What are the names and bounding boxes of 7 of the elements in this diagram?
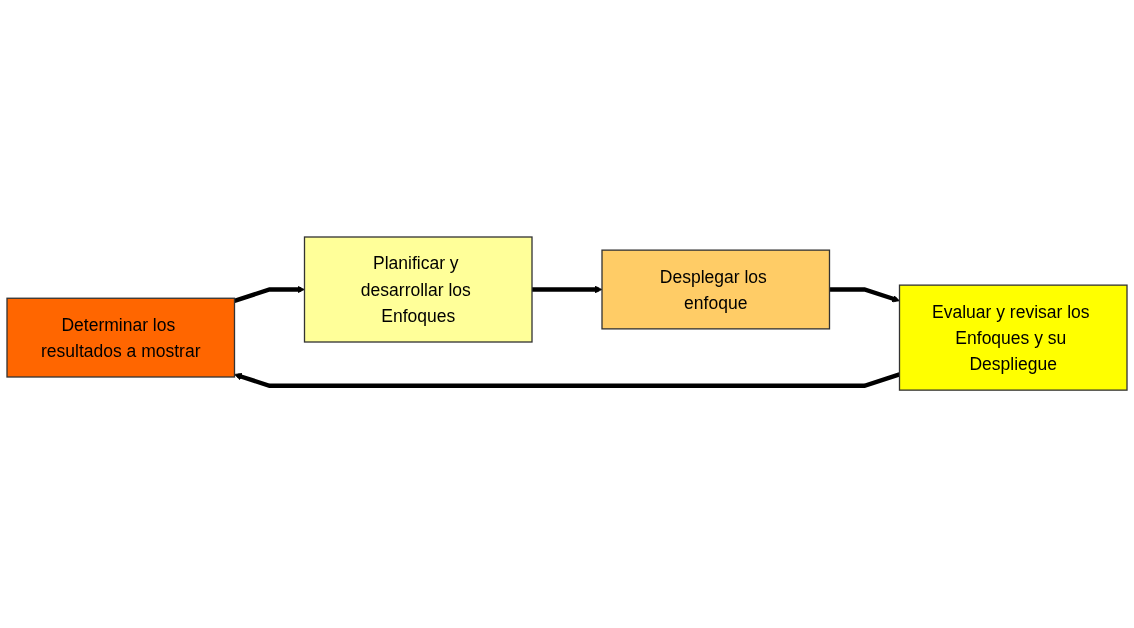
node-box: Desplegar los enfoque xyxy=(601,249,831,330)
arrow xyxy=(532,286,603,294)
arrow xyxy=(233,286,305,304)
node-box: Determinar los resultados a mostrar xyxy=(6,298,236,379)
node-box: Planificar y desarrollar los Enfoques xyxy=(303,236,533,344)
node-box: Evaluar y revisar los Enfoques y su Despliegue xyxy=(898,284,1128,392)
arrow xyxy=(829,287,900,303)
